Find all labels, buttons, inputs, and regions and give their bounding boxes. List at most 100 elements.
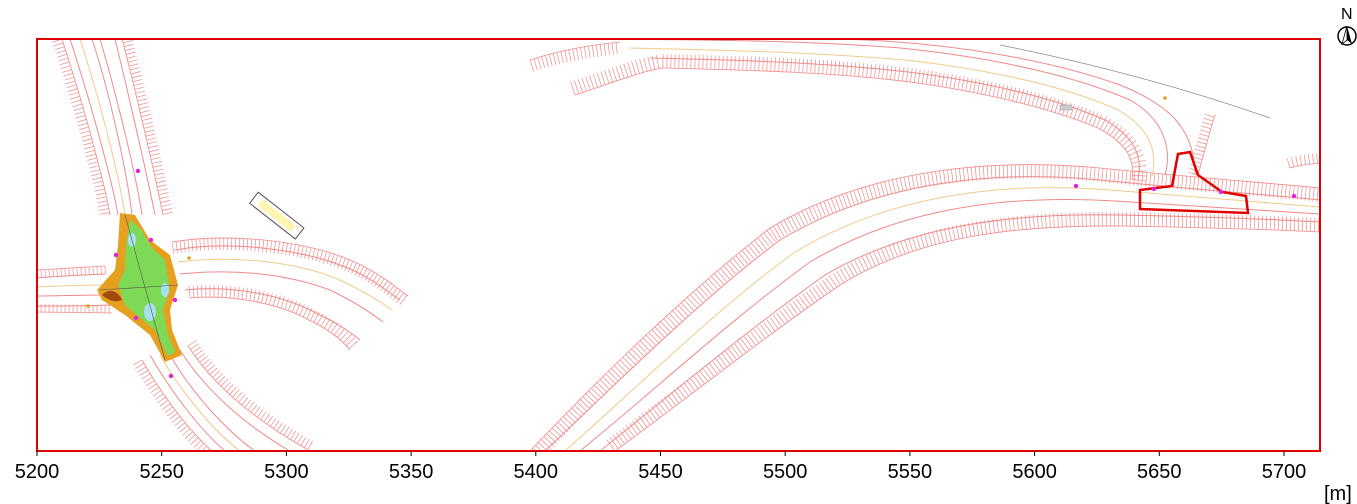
slope-hatch xyxy=(1201,125,1211,130)
slope-hatch xyxy=(357,266,365,278)
slope-hatch xyxy=(146,137,157,141)
map-point-marker[interactable] xyxy=(135,168,141,174)
slope-hatch xyxy=(133,82,144,86)
x-tick-label: 5700 xyxy=(1262,461,1307,483)
map-point-marker[interactable] xyxy=(168,373,174,379)
slope-hatch xyxy=(124,47,135,51)
slope-hatch xyxy=(84,146,94,150)
slope-hatch xyxy=(1309,217,1312,232)
slope-hatch xyxy=(854,62,857,77)
slope-hatch xyxy=(272,294,277,306)
slope-hatch xyxy=(947,226,952,241)
slope-hatch xyxy=(794,214,802,228)
slope-hatch xyxy=(315,249,320,262)
slope-hatch xyxy=(805,209,812,223)
slope-hatch xyxy=(711,275,721,287)
slope-hatch xyxy=(943,227,948,242)
slope-hatch xyxy=(130,71,141,75)
slope-hatch xyxy=(734,343,744,356)
slope-hatch xyxy=(594,384,605,396)
slope-hatch xyxy=(241,287,244,300)
highlight-polygon[interactable] xyxy=(1138,150,1250,215)
slope-hatch xyxy=(65,80,76,85)
slope-hatch xyxy=(560,51,564,64)
slope-hatch xyxy=(962,167,966,182)
slope-hatch xyxy=(762,56,764,71)
map-point-marker[interactable] xyxy=(172,297,178,303)
x-tick-label: 5550 xyxy=(888,461,933,483)
slope-hatch xyxy=(160,200,171,203)
slope-hatch xyxy=(945,73,949,88)
slope-hatch xyxy=(878,64,881,79)
intersection-area xyxy=(97,213,182,362)
map-point-marker[interactable] xyxy=(1151,186,1157,192)
slope-hatch xyxy=(179,425,188,433)
north-label: N xyxy=(1341,6,1353,23)
slope-hatch xyxy=(692,291,703,303)
slope-hatch xyxy=(291,300,297,313)
slope-hatch xyxy=(622,356,633,368)
slope-hatch xyxy=(306,307,313,319)
slope-hatch xyxy=(763,232,773,245)
slope-hatch xyxy=(196,285,199,298)
slope-hatch xyxy=(603,43,606,56)
map-point-marker[interactable] xyxy=(148,237,154,243)
slope-hatch xyxy=(78,126,89,131)
slope-hatch xyxy=(244,399,252,408)
slope-hatch xyxy=(265,292,269,304)
map-point-marker[interactable] xyxy=(133,315,139,321)
slope-hatch xyxy=(673,389,683,402)
slope-hatch xyxy=(858,62,861,77)
map-point-marker[interactable] xyxy=(1163,96,1167,100)
slope-hatch xyxy=(76,119,87,123)
slope-hatch xyxy=(647,56,652,71)
slope-hatch xyxy=(750,331,760,344)
slope-hatch xyxy=(161,204,172,207)
slope-hatch xyxy=(672,310,683,322)
slope-hatch xyxy=(1054,99,1060,113)
map-point-marker[interactable] xyxy=(1291,193,1297,199)
x-tick-label: 5300 xyxy=(264,461,309,483)
slope-hatch xyxy=(552,53,557,65)
slope-hatch xyxy=(337,256,343,269)
slope-hatch xyxy=(253,406,261,416)
road-main-curve xyxy=(544,176,1320,451)
slope-hatch xyxy=(776,223,785,237)
slope-hatch xyxy=(623,63,629,78)
slope-hatch xyxy=(1308,154,1310,165)
slope-hatch xyxy=(57,53,68,58)
slope-hatch xyxy=(1046,96,1052,111)
slope-hatch xyxy=(776,312,786,325)
slope-hatch xyxy=(866,63,869,78)
slope-hatch xyxy=(615,66,621,80)
slope-hatch xyxy=(144,129,155,133)
slope-hatch xyxy=(760,324,769,337)
slope-hatch xyxy=(699,370,709,382)
slope-hatch xyxy=(635,418,645,430)
slope-hatch xyxy=(787,217,795,231)
slope-hatch xyxy=(232,389,240,398)
slope-hatch xyxy=(822,279,831,292)
slope-hatch xyxy=(1043,95,1048,110)
map-point-marker[interactable] xyxy=(113,252,119,258)
map-frame xyxy=(36,38,1321,452)
slope-hatch xyxy=(628,422,638,435)
map-point-marker[interactable] xyxy=(187,256,191,260)
slope-hatch xyxy=(1303,154,1306,165)
slope-hatch xyxy=(189,343,199,350)
slope-hatch xyxy=(199,355,208,363)
slope-hatch xyxy=(1299,155,1303,166)
slope-hatch xyxy=(963,223,968,238)
slope-hatch xyxy=(996,83,1001,98)
map-point-marker[interactable] xyxy=(1218,189,1224,195)
slope-hatch xyxy=(766,319,776,332)
slope-hatch xyxy=(354,264,361,276)
map-point-marker[interactable] xyxy=(86,304,90,308)
slope-hatch xyxy=(351,262,357,274)
slope-hatch xyxy=(927,231,933,246)
map-point-marker[interactable] xyxy=(1073,183,1079,189)
slope-hatch xyxy=(790,58,792,73)
slope-hatch xyxy=(1194,148,1205,153)
